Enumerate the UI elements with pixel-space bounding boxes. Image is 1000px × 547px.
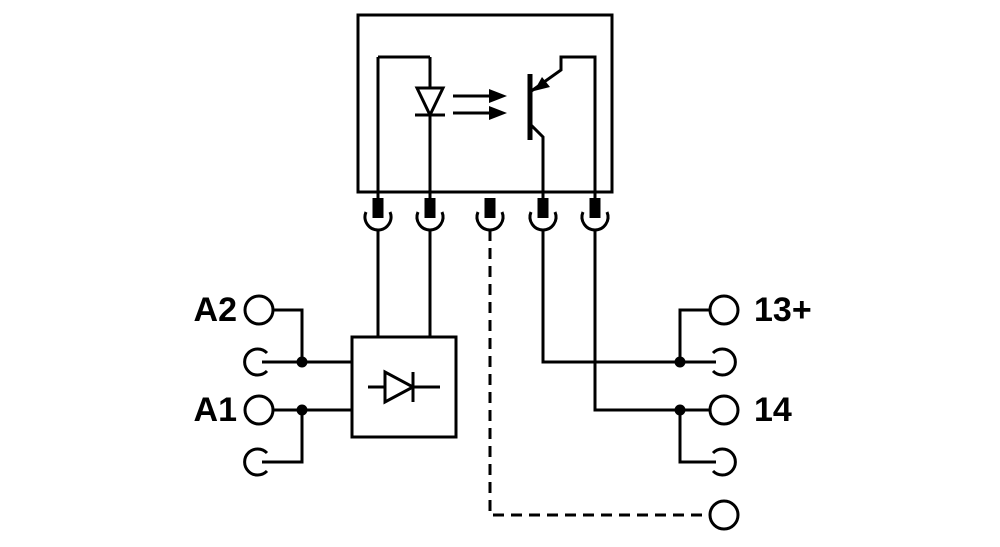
terminal-sockets bbox=[363, 198, 610, 232]
bridge-contact-arc-14 bbox=[711, 447, 737, 477]
bridge-diode-icon bbox=[368, 369, 440, 405]
led-triangle bbox=[414, 86, 446, 119]
phototransistor-icon bbox=[527, 55, 597, 204]
socket-pin-icon bbox=[589, 198, 601, 218]
socket-pin-icon bbox=[537, 198, 549, 218]
junction-dot bbox=[296, 356, 308, 368]
diode-triangle bbox=[383, 369, 417, 405]
label-a1: A1 bbox=[194, 391, 237, 429]
transistor-arrow-head bbox=[534, 77, 550, 91]
wire-a1-arc-to-junction bbox=[262, 410, 304, 464]
wire-a2-to-junction bbox=[273, 308, 304, 362]
label-14: 14 bbox=[754, 391, 792, 429]
terminal-socket-4 bbox=[528, 198, 558, 232]
dashed-wire-terminal3-to-aux bbox=[488, 230, 710, 517]
label-13plus: 13+ bbox=[754, 291, 812, 329]
terminal-14-circle bbox=[708, 394, 740, 426]
terminal-a1-circle bbox=[243, 394, 275, 426]
wire-13plus-to-junction bbox=[678, 308, 710, 362]
light-arrows-icon bbox=[453, 89, 507, 120]
transistor-emitter-wire bbox=[528, 122, 545, 204]
junction-dot bbox=[674, 404, 686, 416]
terminal-socket-5 bbox=[580, 198, 610, 232]
socket-pin-icon bbox=[424, 198, 436, 218]
bridge-diode-box bbox=[350, 335, 458, 439]
bridge-contact-arc-a1 bbox=[243, 447, 269, 477]
wire-terminal4-to-13plus-row bbox=[541, 230, 716, 364]
socket-pin-icon bbox=[484, 198, 496, 218]
led-diode-icon bbox=[414, 86, 446, 119]
light-arrow-head-1 bbox=[489, 89, 507, 103]
optocoupler-module bbox=[356, 13, 614, 204]
label-a2: A2 bbox=[194, 291, 237, 329]
optocoupler-box bbox=[356, 13, 614, 194]
input-circuit: A2 A1 bbox=[194, 230, 458, 477]
terminal-socket-3 bbox=[475, 198, 505, 232]
transistor-collector-wire bbox=[529, 55, 597, 204]
terminal-13plus-circle bbox=[708, 294, 740, 326]
wire-14-arc-to-junction bbox=[678, 410, 716, 464]
bridge-contact-arc-a2 bbox=[243, 347, 269, 377]
output-circuit: 13+ 14 bbox=[488, 230, 812, 531]
terminal-socket-1 bbox=[363, 198, 393, 232]
wire-terminal5-to-14-row bbox=[593, 230, 710, 412]
terminal-socket-2 bbox=[415, 198, 445, 232]
terminal-a2-circle bbox=[243, 294, 275, 326]
junction-dot bbox=[674, 356, 686, 368]
light-arrow-head-2 bbox=[489, 106, 507, 120]
bridge-contact-arc-13plus bbox=[711, 347, 737, 377]
junction-dot bbox=[296, 404, 308, 416]
socket-pin-icon bbox=[372, 198, 384, 218]
terminal-aux-circle bbox=[708, 499, 740, 531]
